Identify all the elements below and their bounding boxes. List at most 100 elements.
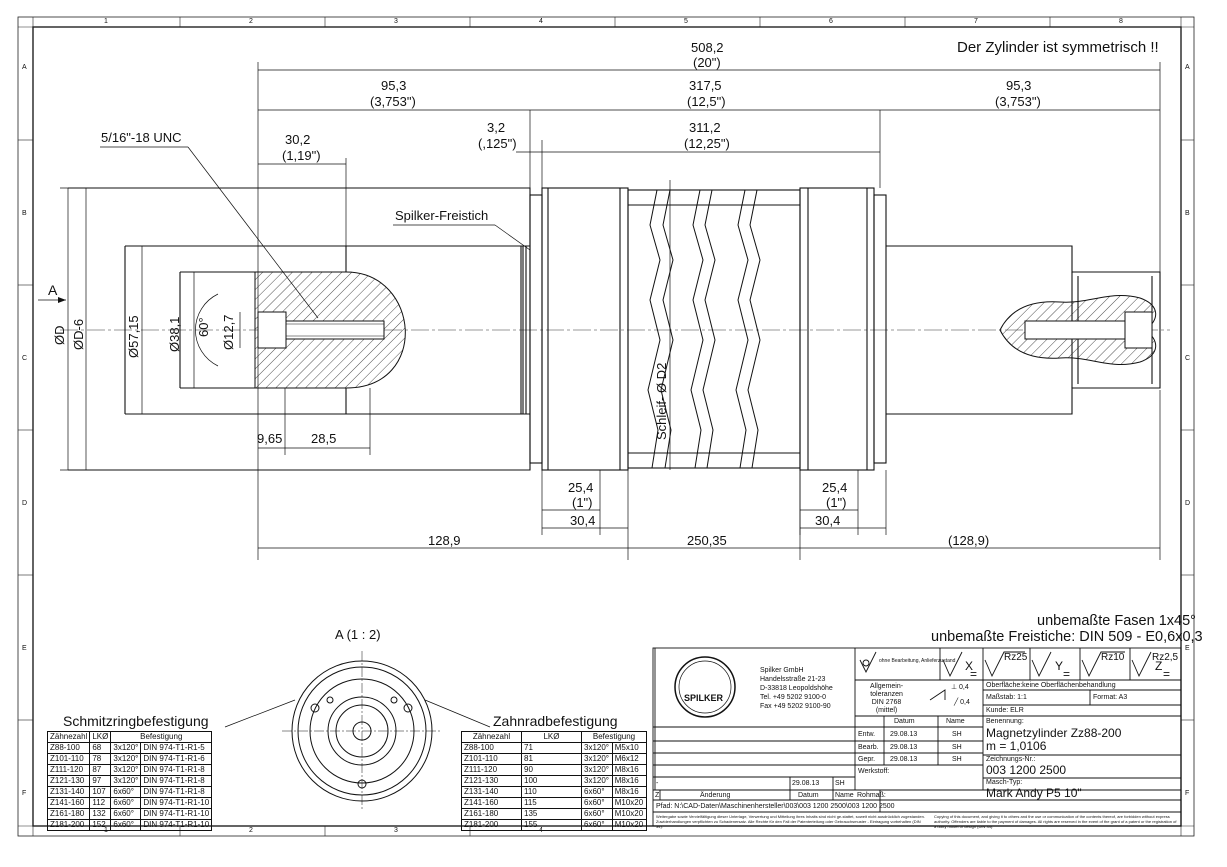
schleif-label: Schleif- Ø D2	[654, 362, 669, 440]
table-cell: 6x60°	[110, 819, 142, 831]
table-cell: 3x120°	[110, 753, 142, 765]
zone-row-b-right: B	[1185, 210, 1190, 217]
dim-dia-d: ØD	[52, 325, 67, 346]
table-cell: Z181-200	[461, 819, 522, 831]
zone-col-4-bottom: 4	[539, 827, 543, 834]
col-lk: LKØ	[89, 731, 112, 743]
dim-30-2-in: (1,19")	[282, 148, 321, 163]
zone-col-1-bottom: 1	[104, 827, 108, 834]
zone-col-2-bottom: 2	[249, 827, 253, 834]
table-cell: DIN 974-T1-R1-8	[140, 786, 213, 798]
zone-row-e: E	[22, 645, 27, 652]
zone-row-c: C	[22, 355, 28, 362]
benennung: Magnetzylinder Zz88-200	[986, 726, 1122, 740]
company-name: Spilker GmbH	[760, 667, 804, 674]
benennung-label: Benennung:	[986, 718, 1024, 725]
zahnrad-title: Zahnradbefestigung	[493, 713, 618, 729]
dim-left-30-4: 30,4	[570, 513, 596, 528]
dim-right-shaft: 95,3	[1006, 78, 1032, 93]
table-cell: Z141-160	[46, 797, 91, 809]
werkstoff-label: Werkstoff:	[858, 768, 890, 775]
table-cell: Z141-160	[461, 797, 522, 809]
gepr-label: Gepr.	[858, 756, 876, 763]
view-a-drawing	[282, 651, 442, 811]
dim-left-shaft: 95,3	[381, 78, 407, 93]
bearb-date: 29.08.13	[890, 744, 918, 751]
legal-english: Copying of this document, and giving it …	[934, 814, 1177, 829]
dim-311-2-in: (12,25")	[684, 136, 730, 151]
tolerance-1: ⊥ 0,4	[951, 684, 969, 691]
cylinder-outline	[68, 187, 1161, 471]
spilker-logo-text: SPILKER	[684, 693, 724, 703]
table-cell: 3x120°	[581, 775, 613, 787]
dim-128-9-right: (128,9)	[948, 533, 990, 548]
table-cell: DIN 974-T1-R1-6	[140, 753, 213, 765]
massstab: Maßstab: 1:1	[986, 694, 1027, 701]
table-cell: Z111-120	[461, 764, 522, 776]
dim-left-25-4-in: (1")	[572, 495, 593, 510]
table-cell: M8x16	[611, 775, 648, 787]
table-cell: 107	[89, 786, 112, 798]
table-cell: DIN 974-T1-R1-8	[140, 775, 213, 787]
zone-row-a: A	[22, 64, 27, 71]
dim-9-65: 9,65	[257, 431, 283, 446]
table-cell: 6x60°	[581, 819, 613, 831]
table-cell: 155	[521, 819, 582, 831]
left-thread	[285, 320, 385, 340]
dim-right-25-4: 25,4	[822, 480, 848, 495]
table-cell: M8x16	[611, 764, 648, 776]
table-cell: M5x10	[611, 742, 648, 754]
surface-eq-x: =	[970, 667, 978, 681]
dim-mid-in: (12,5")	[687, 94, 726, 109]
dim-dia-57-15: Ø57,15	[126, 315, 141, 358]
dim-overall: 508,2	[691, 40, 724, 55]
table-header-row: Zähnezahl LKØ Befestigung	[46, 731, 213, 743]
zone-row-d: D	[22, 500, 28, 507]
maschtyp: Mark Andy P5 10"	[986, 786, 1082, 800]
zone-row-d-right: D	[1185, 500, 1191, 507]
modul: m = 1,0106	[986, 739, 1047, 753]
table-cell: 78	[89, 753, 112, 765]
table-cell: DIN 974-T1-R1-5	[140, 742, 213, 754]
zone-row-e-right: E	[1185, 645, 1190, 652]
table-cell: Z161-180	[46, 808, 91, 820]
zone-col-1: 1	[104, 18, 108, 25]
table-cell: Z121-130	[461, 775, 522, 787]
table-cell: 68	[89, 742, 112, 754]
table-cell: Z131-140	[46, 786, 91, 798]
maschtyp-label: Masch-Typ:	[986, 779, 1023, 786]
table-cell: M10x20	[611, 819, 648, 831]
dim-left-shaft-in: (3,753")	[370, 94, 416, 109]
aenderung-label: Änderung	[700, 792, 731, 799]
tolerance-2: ╱ 0,4	[954, 699, 970, 706]
table-cell: Z181-200	[46, 819, 91, 831]
table-cell: M10x20	[611, 797, 648, 809]
zone-row-b: B	[22, 210, 27, 217]
table-cell: 71	[521, 742, 582, 754]
zone-row-a-right: A	[1185, 64, 1190, 71]
revision-name: SH	[835, 780, 845, 787]
revision-dash: -	[656, 780, 659, 787]
dim-dia-12-7: Ø12,7	[221, 314, 236, 350]
surface-y: Y	[1055, 659, 1064, 673]
gepr-name: SH	[952, 756, 962, 763]
surface-rz10: Rz10	[1101, 652, 1125, 663]
surface-ohne: ohne Bearbeitung, Anlieferzustand	[879, 658, 956, 664]
dim-right-shaft-in: (3,753")	[995, 94, 1041, 109]
table-cell: 3x120°	[581, 742, 613, 754]
dim-128-9: 128,9	[428, 533, 461, 548]
revision-date: 29.08.13	[792, 780, 820, 787]
table-cell: DIN 974-T1-R1-10	[140, 797, 213, 809]
legal-german: Weitergabe sowie Vervielfältigung dieser…	[656, 814, 925, 829]
bearb-label: Bearb.	[858, 744, 879, 751]
table-cell: M6x12	[611, 753, 648, 765]
zone-col-7: 7	[974, 18, 978, 25]
table-cell: 81	[521, 753, 582, 765]
